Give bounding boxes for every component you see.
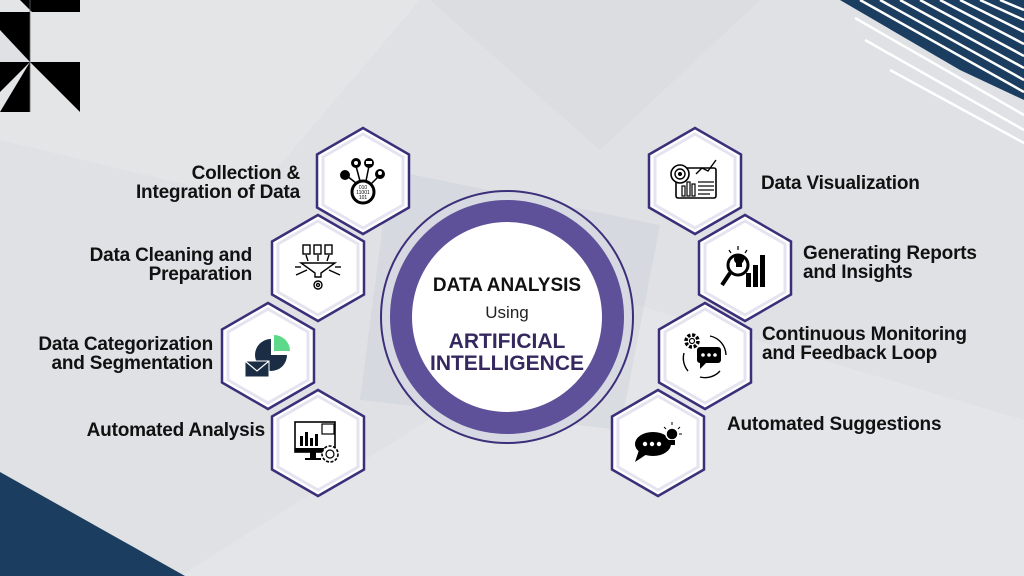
bulb-magnifier-bars-icon xyxy=(720,246,765,287)
hub-subtitle-line2: INTELLIGENCE xyxy=(429,352,584,375)
item-label-visualization: Data Visualization xyxy=(761,173,920,194)
chat-bulb-icon xyxy=(635,422,682,462)
item-label-monitoring: Continuous Monitoring and Feedback Loop xyxy=(762,324,967,364)
gear-chat-cycle-icon xyxy=(682,333,727,379)
central-hub-circle: DATA ANALYSIS Using ARTIFICIAL INTELLIGE… xyxy=(379,189,635,445)
svg-text:010: 010 xyxy=(359,185,368,191)
hex-automated-suggestions xyxy=(610,388,706,498)
hex-reports-insights xyxy=(697,213,793,323)
hex-data-visualization xyxy=(647,126,743,236)
hex-monitoring-feedback xyxy=(657,301,753,411)
hex-automated-analysis xyxy=(270,388,366,498)
corner-stripes-top-right xyxy=(840,0,1024,145)
dashboard-eye-icon xyxy=(670,159,717,199)
hex-categorization-segmentation xyxy=(220,301,316,411)
svg-text:101: 101 xyxy=(359,195,368,201)
corner-geometric-logo xyxy=(0,0,80,112)
svg-text:11001: 11001 xyxy=(356,190,370,196)
hub-subtitle-line1: ARTIFICIAL xyxy=(448,330,566,353)
item-label-suggestions: Automated Suggestions xyxy=(727,414,942,435)
pie-chart-envelope-icon xyxy=(244,335,290,378)
monitor-chart-gear-icon xyxy=(294,421,339,463)
data-collection-icon: 010 11001 101 xyxy=(340,158,385,205)
data-funnel-icon xyxy=(295,244,341,290)
corner-triangle-bottom-left xyxy=(0,472,185,576)
item-label-cleaning: Data Cleaning and Preparation xyxy=(89,245,253,285)
item-label-reports: Generating Reports and Insights xyxy=(803,243,977,283)
item-label-automated-analysis: Automated Analysis xyxy=(86,420,266,441)
hub-ring xyxy=(380,190,634,444)
hex-cleaning-preparation xyxy=(270,213,366,323)
item-label-categorization: Data Categorization and Segmentation xyxy=(38,334,213,374)
hub-connector: Using xyxy=(485,303,529,322)
hub-title: DATA ANALYSIS xyxy=(432,275,582,296)
hex-collection-integration: 010 11001 101 xyxy=(315,126,411,236)
item-label-collection: Collection & Integration of Data xyxy=(135,163,300,203)
